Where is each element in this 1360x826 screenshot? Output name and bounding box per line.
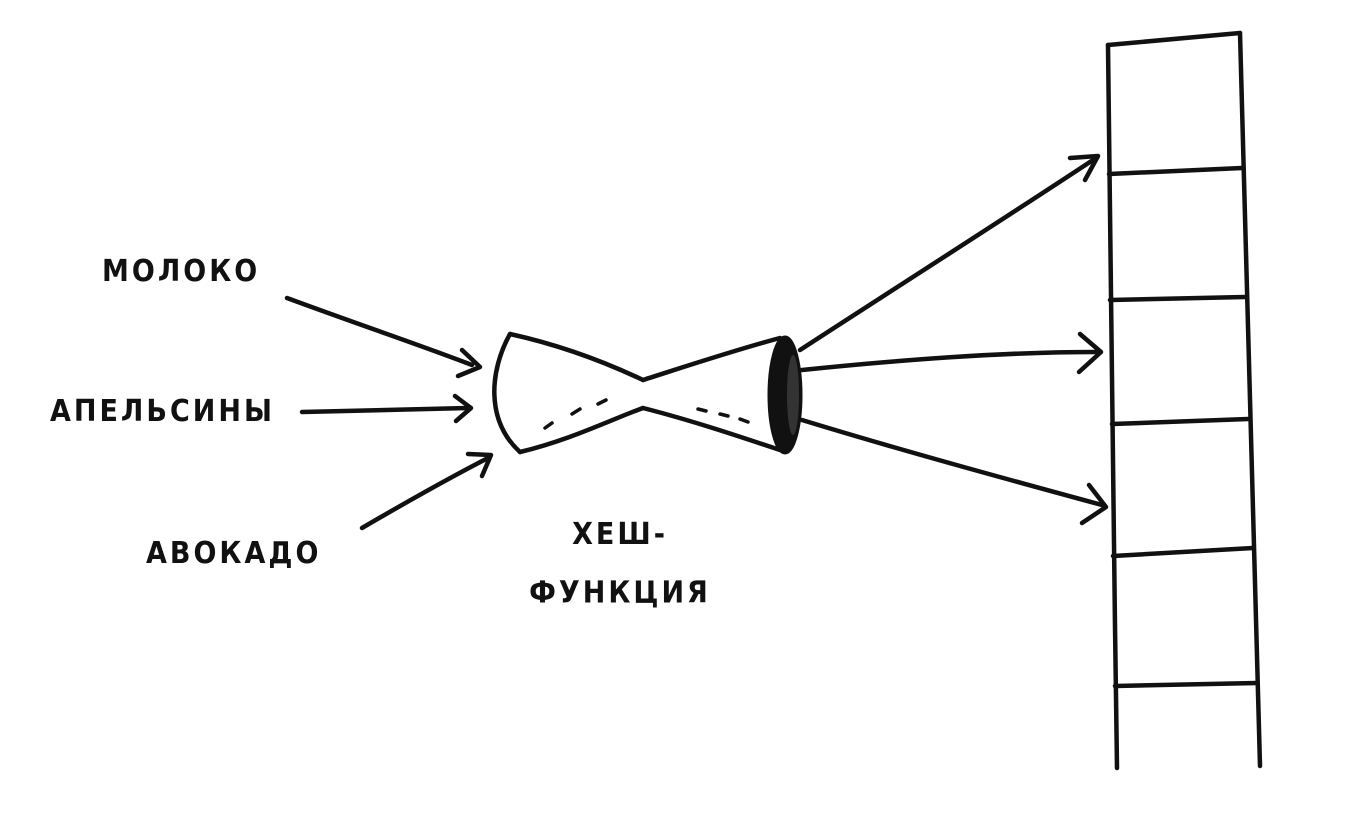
output-arrow-top [797,153,1101,353]
hash-function-caption-line1: ХЕШ- [572,517,668,552]
input-arrow-oranges [299,393,474,424]
input-label-milk: МОЛОКО [102,254,261,289]
hash-function-funnel [492,331,803,455]
input-label-avocado: АВОКАДО [146,536,322,571]
hash-function-caption-line2: ФУНКЦИЯ [529,575,711,611]
array-slot-divider [1107,294,1248,303]
array-slot-divider [1110,545,1256,559]
output-arrow-middle [799,331,1104,375]
input-arrow-avocado [359,451,494,531]
hash-function-caption: ХЕШ- ФУНКЦИЯ [520,506,720,622]
array-slot-divider [1112,680,1260,689]
array-slot-divider [1106,165,1245,177]
input-arrow-milk [284,295,483,379]
input-label-oranges: АПЕЛЬСИНЫ [50,394,275,429]
output-arrow-bottom [799,417,1109,526]
array-slot-divider [1109,416,1251,427]
hash-array [1105,30,1263,771]
